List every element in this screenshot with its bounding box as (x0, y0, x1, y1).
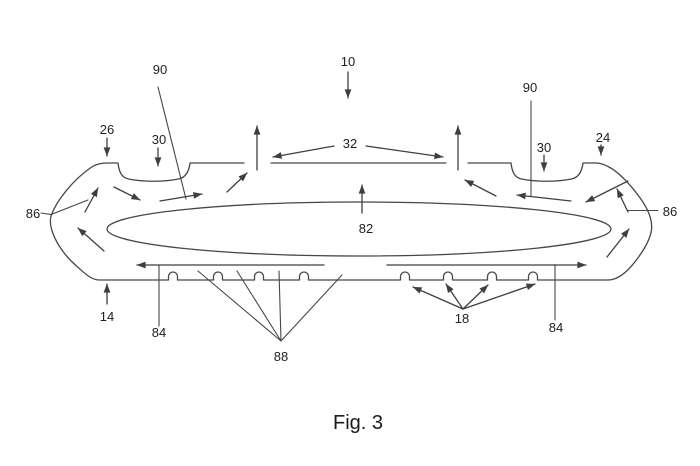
ref-label-26: 26 (100, 122, 114, 137)
ref-label-84-left: 84 (152, 325, 166, 340)
arrow-18-3 (462, 284, 489, 310)
ref-label-18: 18 (455, 311, 469, 326)
leader-88-lines (197, 270, 343, 342)
ref-label-30-right: 30 (537, 140, 551, 155)
ref-label-90-left: 90 (153, 62, 167, 77)
flow-arrow-left-downslope (113, 186, 141, 201)
arrow-32-right (365, 145, 444, 160)
arrow-18-4 (462, 283, 536, 310)
figure-caption: Fig. 3 (333, 412, 383, 434)
ref-label-24: 24 (596, 130, 610, 145)
ref-label-30-left: 30 (152, 132, 166, 147)
ref-label-86-right: 86 (663, 204, 677, 219)
ref-label-14: 14 (100, 309, 114, 324)
ref-label-32: 32 (343, 136, 357, 151)
leader-86-left (40, 199, 89, 216)
flow-arrow-right-to-vent (464, 179, 497, 197)
ref-label-86-left: 86 (26, 206, 40, 221)
flow-arrow-right-lower-up (606, 228, 630, 258)
flow-arrow-left-over-food (159, 192, 203, 202)
ref-label-90-right: 90 (523, 80, 537, 95)
leader-90-left (157, 86, 187, 200)
arrow-32-left (272, 145, 335, 159)
arrow-18-2 (445, 283, 464, 310)
flow-arrow-left-lower-up (77, 227, 105, 252)
flow-arrow-right-downslope (585, 180, 629, 203)
flow-arrow-right-tip-up (616, 188, 629, 213)
flow-arrow-right-over-food (516, 192, 572, 202)
flow-arrow-left-tip-up (84, 187, 99, 213)
arrow-18-1 (412, 286, 464, 310)
tray-body-outline (49, 162, 653, 281)
ref-label-88: 88 (274, 349, 288, 364)
ref-label-82: 82 (359, 221, 373, 236)
food-item-ellipse (106, 201, 612, 257)
ref-label-84-right: 84 (549, 320, 563, 335)
ref-label-10: 10 (341, 54, 355, 69)
flow-arrow-left-to-vent (226, 172, 248, 193)
